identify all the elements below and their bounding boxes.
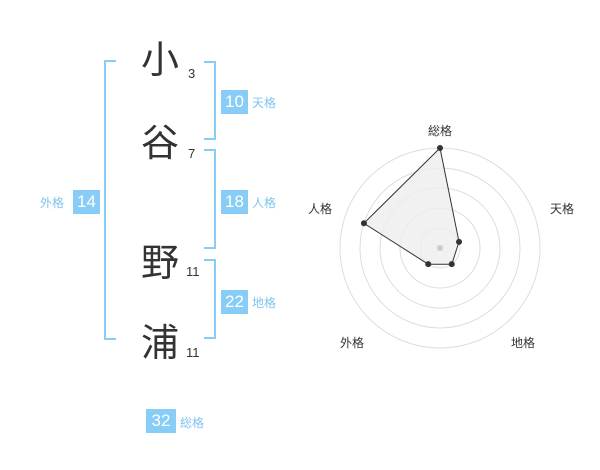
soukaku-label: 総格 [180,416,205,430]
tenkaku-label: 天格 [252,96,277,110]
radar-point-2 [456,238,463,245]
radar-point-4 [425,261,432,268]
gaikaku-label: 外格 [40,196,65,210]
radar-point-3 [448,261,455,268]
radar-axis-label-gaikaku: 外格 [340,336,365,350]
radar-point-5 [360,220,367,227]
radar-center-dot [437,245,443,251]
stroke-count-1: 3 [188,66,196,81]
jinkaku-bracket [204,149,216,249]
radar-axis-label-jinkaku: 人格 [308,202,333,216]
stroke-count-4: 11 [186,345,200,360]
jinkaku-value: 18 [221,190,248,214]
chikaku-value: 22 [221,290,248,314]
soukaku-value: 32 [146,409,176,433]
tenkaku-bracket [204,61,216,140]
radar-axis-label-tenkaku: 天格 [550,202,575,216]
gaikaku-value: 14 [73,190,100,214]
chikaku-bracket [204,259,216,339]
stroke-count-3: 11 [186,264,200,279]
gaikaku-bracket [104,60,116,340]
radar-points [360,145,463,268]
name-char-2: 谷 [141,121,180,165]
radar-axis-label-soukaku: 総格 [428,124,453,138]
stroke-count-2: 7 [188,146,196,161]
radar-point-1 [437,145,443,151]
radar-axis-label-chikaku: 地格 [511,336,536,350]
name-char-4: 浦 [141,321,180,365]
radar-shape [363,146,460,265]
name-char-3: 野 [141,241,180,285]
jinkaku-label: 人格 [252,196,277,210]
chikaku-label: 地格 [252,296,277,310]
tenkaku-value: 10 [221,90,248,114]
name-char-1: 小 [141,38,180,82]
